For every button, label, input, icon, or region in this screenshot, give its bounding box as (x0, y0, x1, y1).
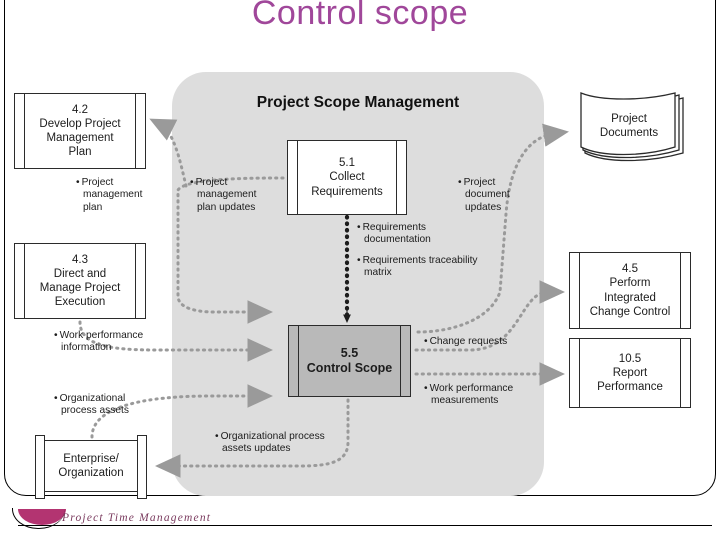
process-box-4-2[interactable]: 4.2 Develop Project Management Plan (14, 93, 146, 169)
bracket-right (137, 435, 147, 499)
annotation-requirements-traceability-matrix: •Requirements traceability matrix (357, 255, 478, 279)
annotation-requirements-documentation: •Requirements documentation (357, 222, 431, 246)
slide-footer: Project Time Management (0, 500, 720, 534)
entity-enterprise-organization-label: Enterprise/ Organization (58, 452, 124, 479)
process-box-5-1-label: 5.1 Collect Requirements (311, 157, 383, 198)
process-box-5-5-label: 5.5 Control Scope (306, 345, 393, 375)
footer-divider (18, 524, 712, 526)
bracket-left (35, 435, 45, 499)
panel-title: Project Scope Management (256, 94, 460, 111)
footer-accent-shape (12, 508, 66, 529)
annotation-work-performance-information: •Work performance information (54, 330, 144, 354)
annotation-pm-plan: •Project management plan (76, 177, 143, 213)
process-box-5-1[interactable]: 5.1 Collect Requirements (287, 140, 407, 215)
footer-label: Project Time Management (62, 512, 212, 524)
process-box-4-3[interactable]: 4.3 Direct and Manage Project Execution (14, 243, 146, 319)
annotation-organizational-process-assets: •Organizational process assets (54, 393, 129, 417)
process-box-4-5[interactable]: 4.5 Perform Integrated Change Control (569, 252, 691, 329)
annotation-project-document-updates: •Project document updates (458, 177, 510, 213)
process-box-4-5-label: 4.5 Perform Integrated Change Control (589, 263, 671, 318)
process-box-5-5[interactable]: 5.5 Control Scope (288, 325, 411, 397)
process-box-4-3-label: 4.3 Direct and Manage Project Execution (39, 253, 121, 309)
page-title: Control scope (251, 0, 469, 32)
annotation-work-performance-measurements: •Work performance measurements (424, 383, 514, 407)
process-box-4-2-label: 4.2 Develop Project Management Plan (39, 103, 121, 159)
artifact-project-documents-label: Project Documents (599, 113, 659, 140)
annotation-pm-plan-updates: •Project management plan updates (190, 177, 257, 213)
annotation-organizational-process-assets-updates: •Organizational process assets updates (215, 431, 325, 455)
entity-enterprise-organization[interactable]: Enterprise/ Organization (35, 435, 147, 499)
process-box-10-5-label: 10.5 Report Performance (597, 352, 663, 393)
annotation-change-requests: •Change requests (424, 336, 508, 347)
document-stack-icon (580, 92, 684, 162)
artifact-project-documents[interactable]: Project Documents (575, 90, 691, 168)
process-box-10-5[interactable]: 10.5 Report Performance (569, 338, 691, 408)
